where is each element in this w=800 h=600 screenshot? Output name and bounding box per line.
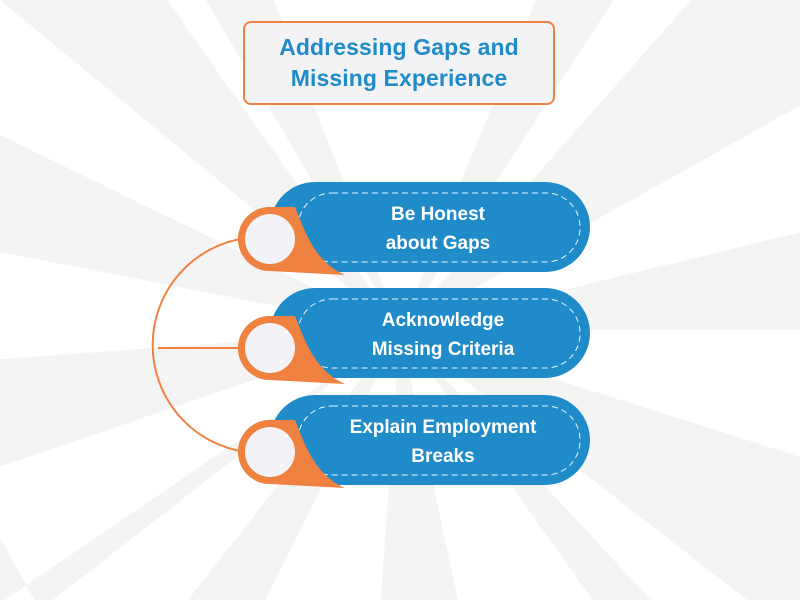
item-2-line-1: Acknowledge [381, 310, 505, 331]
circle-node-icon [238, 207, 302, 271]
circle-node-icon [238, 316, 302, 380]
item-2-line-2: Missing Criteria [371, 339, 515, 360]
circle-node-icon [238, 420, 302, 484]
item-1-shape [238, 182, 590, 275]
title-line-1: Addressing Gaps and [279, 34, 519, 60]
item-1-label: Be Honest about Gaps [318, 197, 558, 261]
item-3-shape [238, 395, 590, 488]
connector-arc [151, 237, 247, 453]
item-2-shape [238, 288, 590, 384]
item-1-line-2: about Gaps [385, 233, 491, 254]
item-1-line-1: Be Honest [391, 204, 485, 225]
item-3-label: Explain Employment Breaks [323, 410, 563, 474]
item-3-line-2: Breaks [411, 446, 475, 467]
item-2-label: Acknowledge Missing Criteria [323, 303, 563, 367]
title-box: Addressing Gaps and Missing Experience [243, 21, 555, 105]
title-line-2: Missing Experience [290, 65, 508, 91]
item-3-line-1: Explain Employment [349, 417, 537, 438]
